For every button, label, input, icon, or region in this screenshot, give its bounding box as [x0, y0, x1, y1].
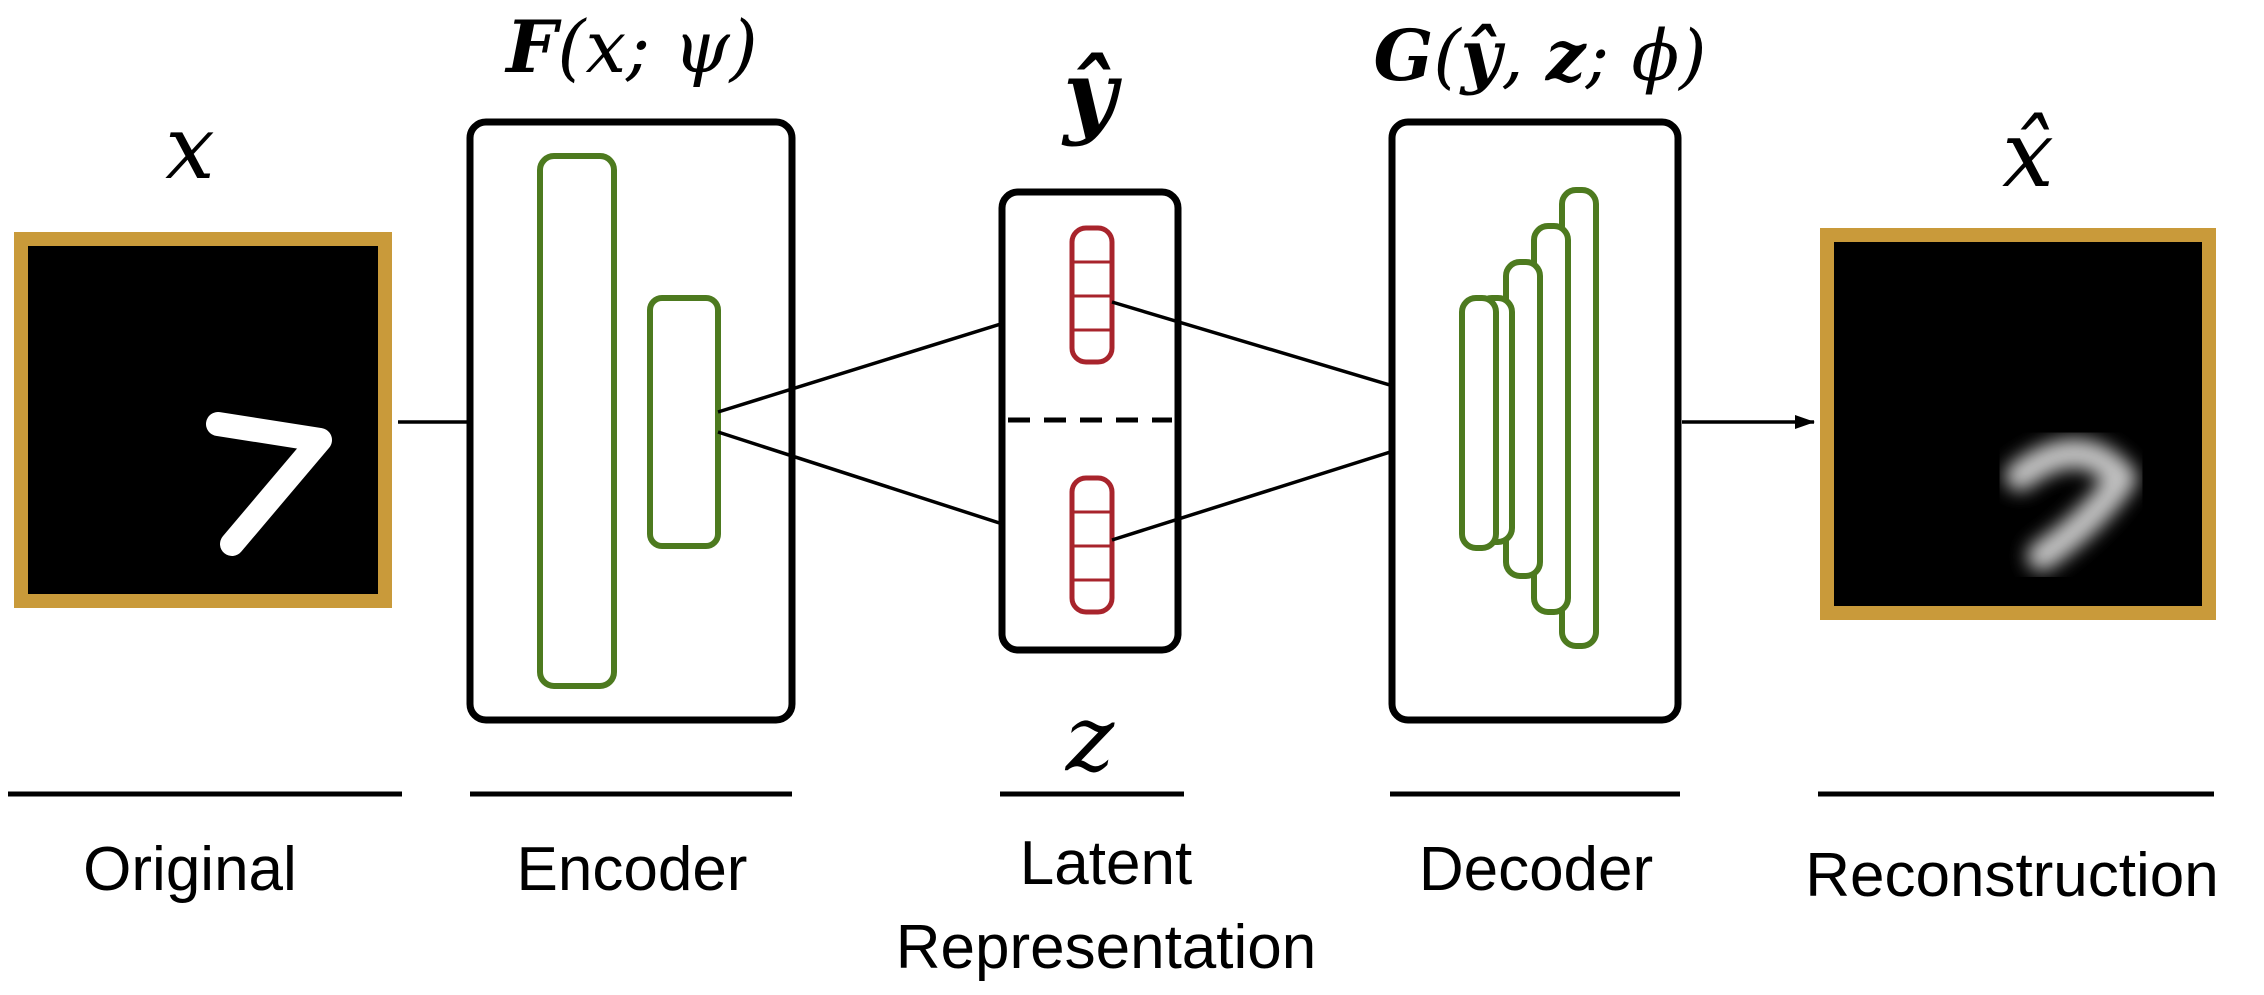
- decoder-stage: G(ŷ, z; ϕ) Decoder: [1374, 14, 1707, 904]
- decoder-args-close: ): [1677, 15, 1706, 97]
- encoder-layer-1: [537, 153, 617, 689]
- reconstruction-image-canvas: [1834, 242, 2202, 606]
- decoder-arg-phi: ϕ: [1631, 15, 1679, 97]
- arrow-encoder-to-latent-z: [717, 430, 1053, 542]
- decoder-symbol: G(ŷ, z; ϕ): [1374, 14, 1707, 97]
- latent-y-symbol: ŷ: [1061, 40, 1122, 148]
- original-image-canvas: [28, 246, 378, 594]
- digit-seven-sharp: [206, 412, 332, 556]
- decoder-caption: Decoder: [1419, 835, 1653, 904]
- reconstruction-symbol: x̂: [2002, 101, 2054, 208]
- reconstruction-image: [1820, 228, 2216, 620]
- latent-y-vector: [1069, 225, 1115, 365]
- decoder-sep1: ,: [1501, 15, 1546, 97]
- decoder-args-open: (: [1433, 15, 1462, 97]
- encoder-function-name: F: [504, 4, 562, 89]
- decoder-arg-z: z: [1544, 14, 1587, 97]
- original-symbol: x: [165, 96, 215, 199]
- encoder-caption: Encoder: [517, 835, 748, 904]
- arrow-encoder-to-latent-y: [717, 306, 1053, 414]
- latent-z-vector: [1069, 475, 1115, 615]
- decoder-sep2: ;: [1585, 15, 1632, 97]
- reconstruction-caption: Reconstruction: [1805, 841, 2219, 910]
- digit-seven-blurry: [2005, 438, 2137, 571]
- decoder-layer-1: [1459, 295, 1499, 551]
- encoder-symbol: F(x; ψ): [504, 4, 758, 89]
- reconstruction-stage: x̂ Reconstruction: [1805, 101, 2219, 910]
- original-stage: x Original: [8, 96, 402, 904]
- encoder-box: [466, 118, 796, 724]
- original-caption: Original: [83, 835, 297, 904]
- latent-caption-line2: Representation: [896, 913, 1317, 982]
- encoder-function-args: (x; ψ): [557, 5, 757, 89]
- encoder-layer-2: [647, 295, 721, 549]
- latent-stage: ŷ z Latent Representation: [896, 40, 1317, 982]
- original-image: [14, 232, 392, 608]
- decoder-function-name: G: [1374, 14, 1434, 97]
- latent-z-symbol: z: [1065, 685, 1115, 792]
- encoder-stage: F(x; ψ) Encoder: [466, 4, 796, 904]
- latent-caption-line1: Latent: [1020, 829, 1192, 898]
- decoder-arg-y: ŷ: [1459, 14, 1506, 97]
